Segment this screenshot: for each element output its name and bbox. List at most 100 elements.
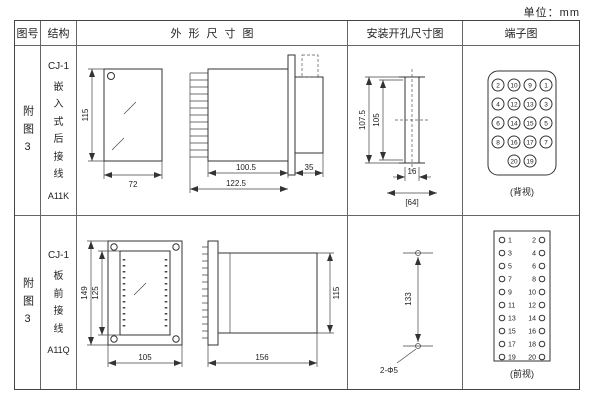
terminal-number: 7 — [544, 139, 548, 146]
terminal-circle — [507, 116, 521, 129]
terminal-circle — [498, 314, 506, 322]
col-header-figure-no: 图号 — [15, 21, 41, 46]
terminal-number: 6 — [532, 264, 536, 271]
terminal-number: 12 — [510, 101, 518, 108]
terminal-circle — [523, 78, 537, 91]
terminal-circle — [538, 275, 546, 283]
terminal-number: 4 — [532, 251, 536, 258]
terminal-number: 9 — [528, 82, 532, 89]
terminal-circle — [498, 327, 506, 335]
dim-hole-spacing-133: 133 — [404, 292, 413, 306]
terminal-number: 4 — [496, 101, 500, 108]
terminal-circle — [538, 314, 546, 322]
terminal-number: 5 — [544, 120, 548, 127]
terminal-number: 7 — [508, 277, 512, 284]
terminal-number: 12 — [528, 303, 536, 310]
terminal-circle — [538, 340, 546, 348]
terminal-number: 13 — [526, 101, 534, 108]
terminal-number: 13 — [508, 316, 516, 323]
terminal-number: 10 — [510, 82, 518, 89]
terminal-circle — [498, 340, 506, 348]
terminal-circle — [523, 97, 537, 110]
dim-outer-height-107-5: 107.5 — [358, 109, 367, 130]
terminal-number: 1 — [508, 238, 512, 245]
terminal-circle — [538, 301, 546, 309]
mounting-type-row2: 板前接线 — [53, 271, 64, 335]
terminal-circle — [539, 78, 553, 91]
terminal-circle — [538, 353, 546, 361]
terminal-circle — [507, 154, 521, 167]
terminal-number: 10 — [528, 290, 536, 297]
dim-width-72: 72 — [128, 180, 137, 189]
terminal-number: 16 — [510, 139, 518, 146]
dim-inner-height-105: 105 — [372, 112, 381, 126]
model-label-row1: CJ-1 — [47, 60, 70, 72]
terminal-circle — [539, 135, 553, 148]
terminal-number: 3 — [544, 101, 548, 108]
view-label-rear: (背视) — [510, 186, 534, 197]
terminal-circle — [507, 78, 521, 91]
terminal-number: 8 — [496, 139, 500, 146]
type-code-row1: A11K — [47, 190, 70, 201]
terminal-circle — [523, 154, 537, 167]
dim-front-depth-35: 35 — [304, 163, 313, 172]
dim-body-height-115: 115 — [332, 286, 341, 299]
col-header-outline: 外形尺寸图 — [77, 21, 348, 46]
terminal-number: 2 — [496, 82, 500, 89]
cutout-drawing-a11k: 107.5 105 16 [64] — [348, 46, 463, 216]
dim-inner-height-125: 125 — [91, 286, 100, 300]
terminal-number: 6 — [496, 120, 500, 127]
cutout-drawing-a11q: 133 2-Φ5 — [348, 216, 463, 389]
col-header-terminal: 端子图 — [463, 21, 579, 46]
terminal-circle — [538, 288, 546, 296]
structure-row2: CJ-1 板前接线 A11Q — [41, 216, 77, 389]
col-header-structure: 结构 — [41, 21, 77, 46]
terminal-circle — [507, 97, 521, 110]
view-label-front: (前视) — [510, 368, 534, 379]
figure-no-row1: 附图3 — [15, 46, 41, 216]
terminal-number: 15 — [526, 120, 534, 127]
outline-drawing-a11k: 115 72 100.5 35 122.5 — [77, 46, 348, 216]
terminal-number: 14 — [510, 120, 518, 127]
terminal-number: 9 — [508, 290, 512, 297]
terminal-number: 5 — [508, 264, 512, 271]
terminal-circle — [491, 78, 505, 91]
terminal-circle — [539, 97, 553, 110]
terminal-circle — [498, 262, 506, 270]
hole-spec-label: 2-Φ5 — [380, 366, 398, 375]
terminal-circle — [538, 249, 546, 257]
terminal-circle — [498, 353, 506, 361]
terminal-number: 19 — [508, 355, 516, 362]
figure-no-row2: 附图3 — [15, 216, 41, 389]
dim-width-105: 105 — [138, 353, 152, 362]
terminal-number: 17 — [508, 342, 516, 349]
terminal-circle — [498, 249, 506, 257]
terminal-number: 16 — [528, 329, 536, 336]
terminal-number: 17 — [526, 139, 534, 146]
terminal-circle — [538, 236, 546, 244]
dim-slot-width-16: 16 — [407, 167, 416, 176]
terminal-circle — [538, 327, 546, 335]
dim-outer-height-149: 149 — [80, 286, 89, 300]
dim-total-depth-122-5: 122.5 — [225, 179, 246, 188]
terminal-number: 8 — [532, 277, 536, 284]
terminal-circle — [498, 301, 506, 309]
terminal-number: 3 — [508, 251, 512, 258]
dim-body-depth-100-5: 100.5 — [235, 163, 256, 172]
terminal-number: 18 — [528, 342, 536, 349]
terminal-circle — [498, 288, 506, 296]
terminal-number: 20 — [510, 158, 518, 165]
terminal-number: 19 — [526, 158, 534, 165]
terminal-number: 14 — [528, 316, 536, 323]
outline-drawing-a11q: 149 125 105 156 115 — [77, 216, 348, 389]
dim-panel-width-64: [64] — [405, 198, 418, 207]
type-code-row2: A11Q — [47, 345, 70, 355]
dim-depth-156: 156 — [255, 353, 269, 362]
mounting-type-row1: 嵌入式后接线 — [53, 81, 64, 181]
dim-height-115: 115 — [81, 108, 90, 121]
